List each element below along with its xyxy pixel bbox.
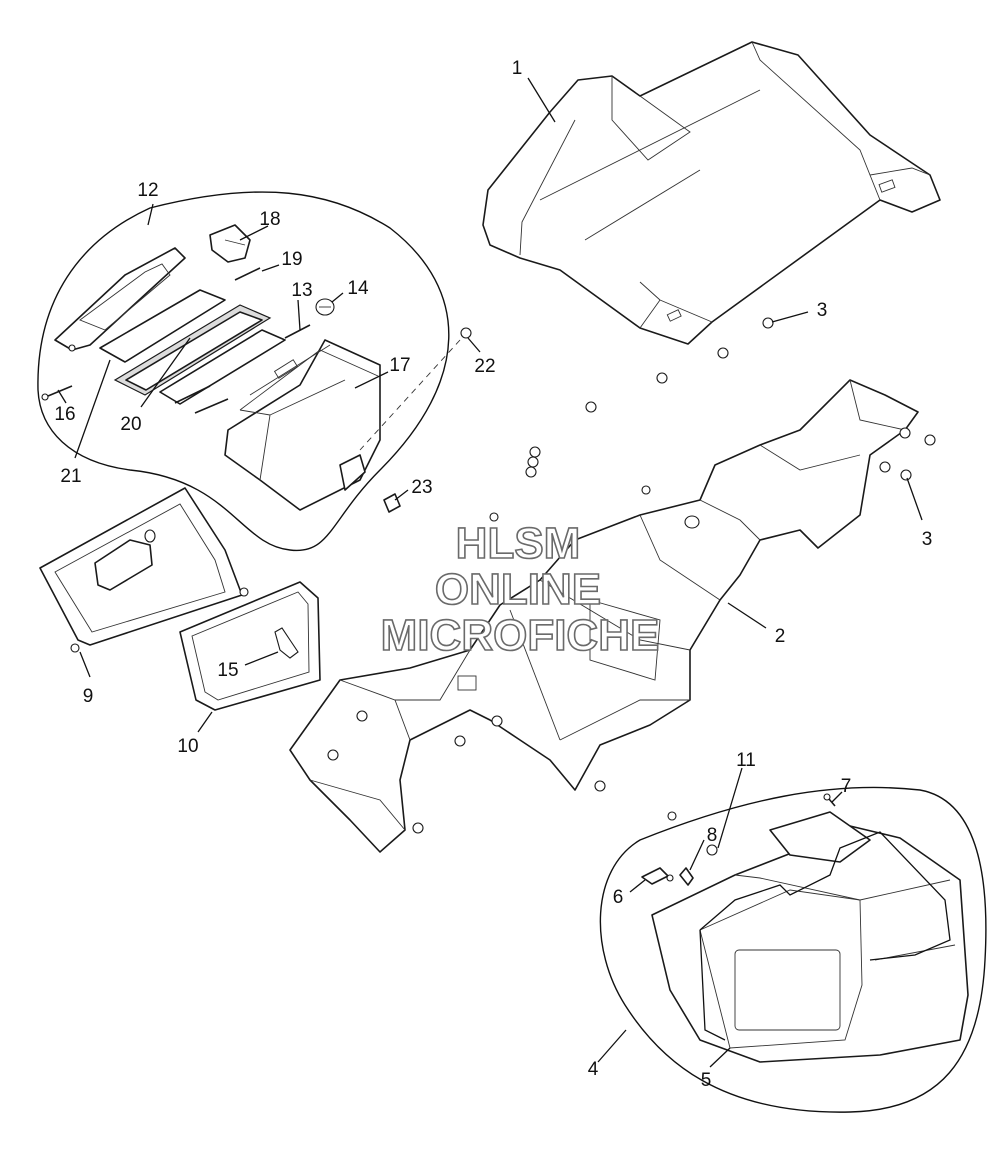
callout-2: 2 <box>775 626 786 647</box>
part-23-clip <box>383 493 401 513</box>
watermark-line3: MICROFICHE <box>381 611 660 660</box>
callout-12: 12 <box>137 180 158 201</box>
callout-6: 6 <box>613 887 624 908</box>
callout-14: 14 <box>347 278 369 299</box>
part-12-lid <box>54 247 186 352</box>
watermark: HLSM ONLINE MICROFICHE <box>380 518 660 661</box>
part-22-ball <box>460 327 472 339</box>
callout-22: 22 <box>474 356 495 377</box>
callout-20: 20 <box>120 414 141 435</box>
small-parts <box>41 224 472 513</box>
callout-5: 5 <box>701 1070 712 1091</box>
part-13-pin <box>284 324 311 339</box>
callout-17: 17 <box>389 355 410 376</box>
callout-3-upper: 3 <box>817 300 828 321</box>
part-4-storage-bin <box>651 811 969 1063</box>
part-6-bracket <box>641 867 669 885</box>
part-1-top-cover <box>482 41 941 345</box>
part-16-pin <box>47 385 73 397</box>
callout-23: 23 <box>411 477 432 498</box>
part-7-screw <box>828 798 836 807</box>
callout-21: 21 <box>60 466 81 487</box>
callout-8: 8 <box>707 825 718 846</box>
part-18-latch <box>209 224 251 263</box>
part-9-glovebox-door <box>39 487 249 653</box>
leader-lines <box>57 77 923 1068</box>
part-10-gasket <box>179 581 321 711</box>
callout-3-right: 3 <box>922 529 933 550</box>
callout-18: 18 <box>259 209 280 230</box>
callout-16: 16 <box>54 404 75 425</box>
callout-15: 15 <box>217 660 238 681</box>
callout-numbers: 1 2 3 3 4 5 6 7 8 9 10 11 12 13 14 15 16… <box>54 58 932 1091</box>
callout-7: 7 <box>841 776 852 797</box>
small-fasteners-lower <box>641 793 836 886</box>
callout-19: 19 <box>281 249 302 270</box>
callout-1: 1 <box>512 58 523 79</box>
watermark-line1: HLSM <box>456 519 581 568</box>
part-8-screw <box>679 867 694 886</box>
watermark-line2: ONLINE <box>435 565 601 614</box>
callout-13: 13 <box>291 280 312 301</box>
callout-9: 9 <box>83 686 94 707</box>
callout-11: 11 <box>736 750 756 771</box>
callout-4: 4 <box>588 1059 599 1080</box>
part-5-seal <box>699 831 951 1041</box>
group-outline-upper-left <box>37 191 450 552</box>
part-2-dash-frame <box>289 379 919 853</box>
part-19-pin <box>234 267 261 281</box>
part-17-housing <box>224 339 381 511</box>
part-20-21-frames <box>99 289 286 405</box>
callout-10: 10 <box>177 736 198 757</box>
group-outline-lower-right <box>599 786 987 1113</box>
clip-fasteners <box>327 317 936 834</box>
